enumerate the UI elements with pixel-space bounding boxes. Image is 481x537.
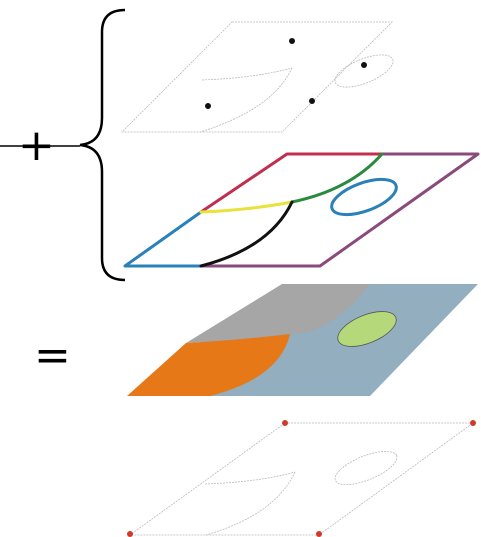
points-layer-ellipse	[334, 54, 394, 88]
region-gray	[186, 284, 370, 343]
point-1	[289, 38, 295, 44]
edge-red	[199, 152, 384, 214]
vertices-layer-curve	[205, 471, 296, 536]
edge-yellow	[199, 200, 294, 214]
vertices-layer	[127, 420, 476, 537]
vertices-layer-arc	[204, 471, 296, 485]
points-layer-curve	[199, 67, 293, 133]
edge-blue	[123, 210, 203, 268]
edge-purple	[199, 152, 480, 268]
points-layer	[121, 21, 394, 133]
edge-green	[290, 152, 384, 204]
vertex-1	[282, 420, 288, 426]
edges-layer	[123, 152, 480, 268]
vertex-2	[470, 420, 476, 426]
edge-black	[199, 200, 294, 268]
points-layer-outline	[121, 21, 393, 133]
edge-blue-ellipse	[330, 177, 398, 217]
point-2	[361, 62, 367, 68]
equals-symbol: =	[34, 330, 71, 381]
points-layer-arc	[201, 67, 293, 81]
vertex-3	[316, 531, 322, 537]
vertex-4	[127, 531, 133, 537]
region-orange	[127, 334, 290, 396]
point-4	[309, 98, 315, 104]
vertices-layer-outline	[128, 422, 475, 536]
left-brace-icon	[79, 8, 126, 282]
region-green	[337, 311, 397, 347]
point-3	[205, 103, 211, 109]
vertices-layer-ellipse	[334, 450, 398, 486]
plus-symbol: +	[18, 120, 55, 171]
regions-layer	[127, 284, 478, 396]
